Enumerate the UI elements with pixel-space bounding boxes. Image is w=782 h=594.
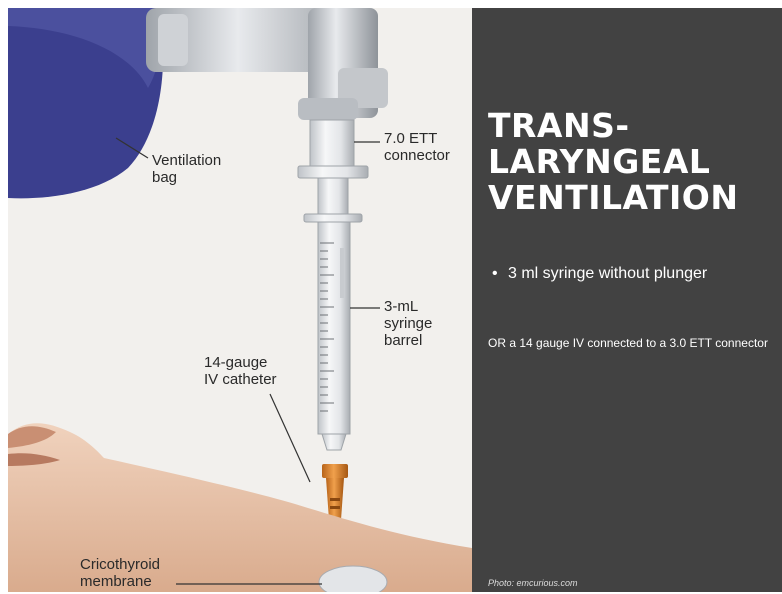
photo-credit: Photo: emcurious.com xyxy=(488,578,578,588)
slide-note: OR a 14 gauge IV connected to a 3.0 ETT … xyxy=(488,336,773,350)
label-ett-connector: 7.0 ETT connector xyxy=(384,130,450,164)
label-ventilation-bag: Ventilation bag xyxy=(152,152,221,186)
text-panel: TRANS- LARYNGEAL VENTILATION • 3 ml syri… xyxy=(472,8,782,592)
label-iv-catheter: 14-gauge IV catheter xyxy=(204,354,277,388)
ett-connector-shape xyxy=(310,120,354,170)
slide-title: TRANS- LARYNGEAL VENTILATION xyxy=(488,108,773,216)
label-syringe-barrel: 3-mL syringe barrel xyxy=(384,298,432,349)
iv-catheter-hub xyxy=(322,464,348,478)
label-cricothyroid-membrane: Cricothyroid membrane xyxy=(80,556,160,590)
bullet-item: • 3 ml syringe without plunger xyxy=(488,264,778,284)
bullet-text: 3 ml syringe without plunger xyxy=(508,265,707,282)
bullet-list: • 3 ml syringe without plunger xyxy=(488,264,778,284)
syringe-barrel-shape xyxy=(318,222,350,434)
illustration-photo: Ventilation bag 7.0 ETT connector 3-mL s… xyxy=(8,8,472,592)
bullet-dot-icon: • xyxy=(492,264,498,284)
